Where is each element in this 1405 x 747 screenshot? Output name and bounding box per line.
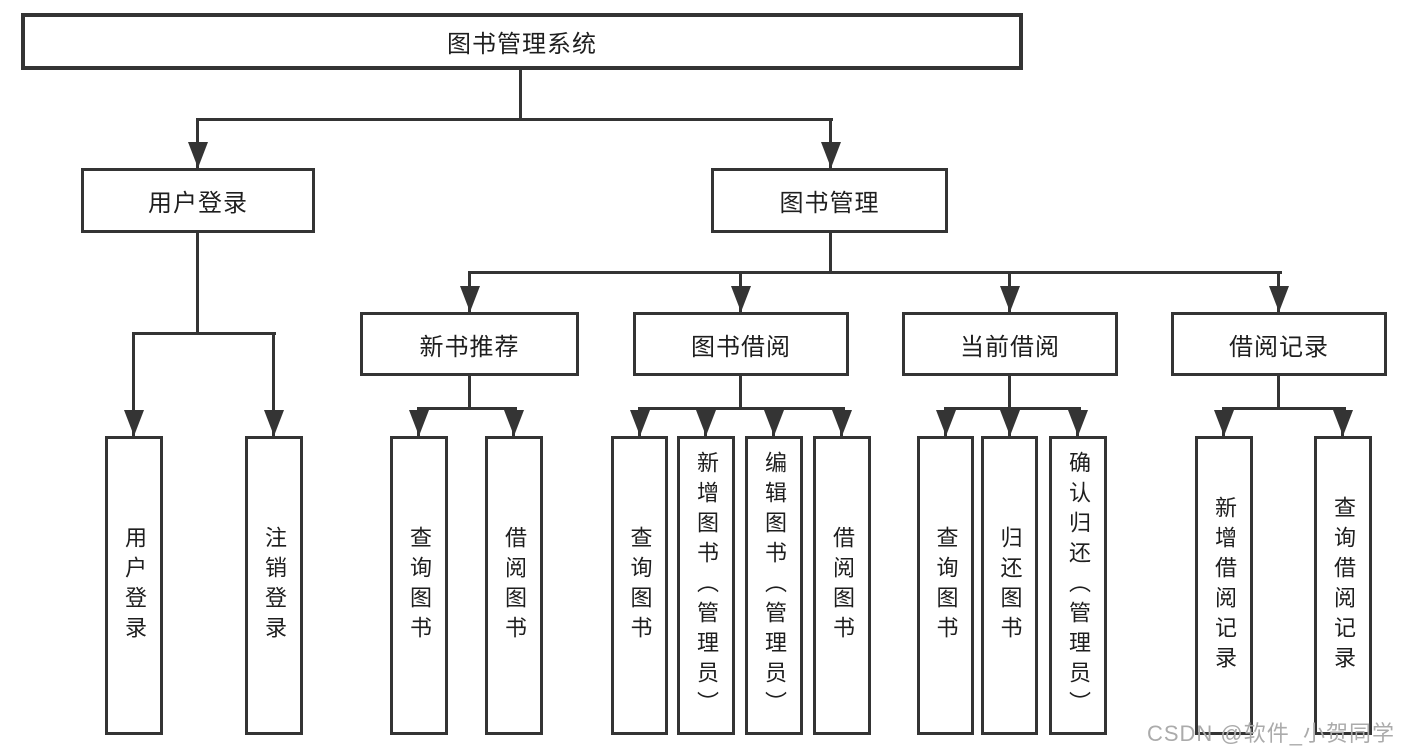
connector-line [944, 407, 1081, 410]
connector-line [132, 332, 276, 335]
csdn-watermark: CSDN @软件_小贺同学 [1146, 721, 1395, 746]
node-user-login: 用户登录 [81, 168, 315, 233]
arrow-down-icon [409, 410, 429, 436]
leaf-add-borrow-record: 新增借阅记录 [1195, 436, 1253, 735]
leaf-borrow-books-borrowing: 借阅图书 [813, 436, 871, 735]
leaf-return-book-label: 归还图书 [997, 525, 1023, 646]
connector-line [1277, 376, 1280, 409]
leaf-query-books-borrowing: 查询图书 [611, 436, 668, 735]
connector-line [829, 233, 832, 274]
leaf-query-borrow-record: 查询借阅记录 [1314, 436, 1372, 735]
leaf-query-books-current-label: 查询图书 [933, 525, 959, 646]
connector-line [468, 271, 1282, 274]
arrow-down-icon [1068, 410, 1088, 436]
connector-line [196, 233, 199, 334]
arrow-down-icon [731, 286, 751, 312]
arrow-down-icon [1333, 410, 1353, 436]
leaf-borrow-books-recommend-label: 借阅图书 [502, 525, 527, 646]
node-book-borrowing: 图书借阅 [633, 312, 849, 376]
arrow-down-icon [1000, 410, 1020, 436]
arrow-down-icon [696, 410, 716, 436]
arrow-down-icon [832, 410, 852, 436]
arrow-down-icon [460, 286, 480, 312]
arrow-down-icon [1214, 410, 1234, 436]
leaf-query-borrow-record-label: 查询借阅记录 [1331, 495, 1356, 676]
connector-line [272, 332, 275, 436]
connector-line [417, 407, 517, 410]
arrow-down-icon [124, 410, 144, 436]
connector-line [132, 332, 135, 436]
arrow-down-icon [1000, 286, 1020, 312]
connector-line [739, 376, 742, 409]
node-book-management: 图书管理 [711, 168, 948, 233]
leaf-logout-login-label: 注销登录 [262, 525, 287, 646]
connector-line [468, 376, 471, 409]
leaf-add-book-admin-label: 新增图书（管理员） [694, 450, 719, 721]
leaf-add-borrow-record-label: 新增借阅记录 [1212, 495, 1237, 676]
leaf-add-book-admin: 新增图书（管理员） [677, 436, 735, 735]
arrow-down-icon [504, 410, 524, 436]
leaf-logout-login: 注销登录 [245, 436, 303, 735]
connector-line [1008, 376, 1011, 409]
arrow-down-icon [821, 142, 841, 168]
connector-line [196, 118, 833, 121]
leaf-query-books-current: 查询图书 [917, 436, 974, 735]
leaf-return-book: 归还图书 [981, 436, 1038, 735]
leaf-user-login: 用户登录 [105, 436, 163, 735]
arrow-down-icon [264, 410, 284, 436]
leaf-confirm-return-admin-label: 确认归还（管理员） [1066, 450, 1091, 721]
leaf-edit-book-admin-label: 编辑图书（管理员） [762, 450, 787, 721]
connector-line [519, 70, 522, 120]
node-current-borrowing: 当前借阅 [902, 312, 1118, 376]
leaf-query-books-recommend-label: 查询图书 [407, 525, 432, 646]
arrow-down-icon [188, 142, 208, 168]
leaf-query-books-recommend: 查询图书 [390, 436, 448, 735]
connector-line [1222, 407, 1346, 410]
arrow-down-icon [764, 410, 784, 436]
arrow-down-icon [630, 410, 650, 436]
leaf-query-books-borrowing-label: 查询图书 [627, 525, 653, 646]
leaf-borrow-books-recommend: 借阅图书 [485, 436, 543, 735]
arrow-down-icon [936, 410, 956, 436]
leaf-user-login-label: 用户登录 [122, 525, 147, 646]
node-library-system: 图书管理系统 [21, 13, 1023, 70]
node-borrowing-records: 借阅记录 [1171, 312, 1387, 376]
node-new-book-recommendation: 新书推荐 [360, 312, 579, 376]
connector-line [638, 407, 845, 410]
leaf-edit-book-admin: 编辑图书（管理员） [745, 436, 803, 735]
leaf-borrow-books-borrowing-label: 借阅图书 [830, 525, 855, 646]
arrow-down-icon [1269, 286, 1289, 312]
leaf-confirm-return-admin: 确认归还（管理员） [1049, 436, 1107, 735]
